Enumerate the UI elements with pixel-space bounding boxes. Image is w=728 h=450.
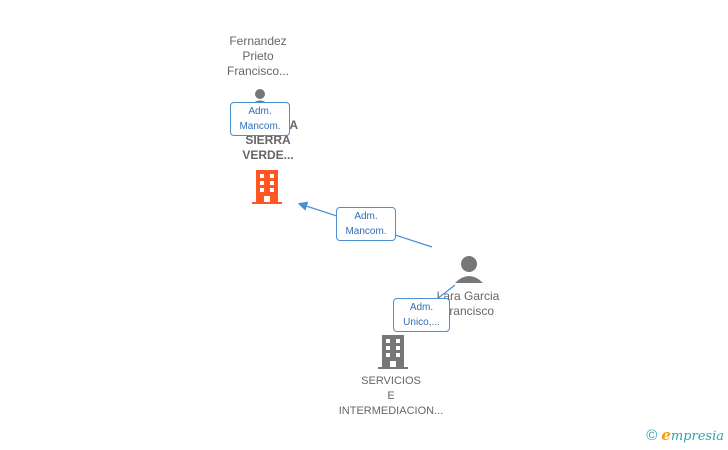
edge-label-lara-to-bottom[interactable]: Adm. Unico,... <box>393 298 450 332</box>
building-icon-company-top[interactable] <box>252 170 282 204</box>
edge-label-lara-to-top[interactable]: Adm. Mancom. <box>336 207 396 241</box>
edge-label-line: Adm. <box>248 106 272 117</box>
edge-label-line: Adm. <box>354 211 378 222</box>
company-bottom-line-1: SERVICIOS <box>361 375 421 387</box>
brand-initial: e <box>661 426 671 444</box>
person-fernandez-line-2: Prieto <box>242 49 274 63</box>
person-lara-line-2: Francisco <box>441 304 494 318</box>
person-label-lara[interactable]: Lara Garcia Francisco <box>418 289 518 319</box>
company-bottom-line-3: INTERMEDIACION... <box>338 405 444 417</box>
company-bottom-line-2: E <box>387 390 395 402</box>
person-icon-lara[interactable] <box>454 255 484 283</box>
company-label-bottom[interactable]: SERVICIOS E INTERMEDIACION... <box>326 374 456 419</box>
person-label-fernandez[interactable]: Fernandez Prieto Francisco... <box>208 34 308 79</box>
empresia-logo: ©empresia <box>646 426 724 444</box>
edge-label-line: Unico,... <box>403 317 440 328</box>
company-top-line-2: SIERRA <box>245 133 291 147</box>
edge-label-line: Mancom. <box>345 226 387 237</box>
copyright-icon: © <box>646 427 658 444</box>
person-fernandez-line-3: Francisco... <box>226 64 289 78</box>
edge-label-line: Adm. <box>409 302 434 313</box>
building-icon-company-bottom[interactable] <box>378 335 408 369</box>
person-lara-line-1: Lara Garcia <box>436 289 500 303</box>
edge-label-fernandez-to-top[interactable]: Adm. Mancom. <box>230 102 290 136</box>
edge-label-line: Mancom. <box>239 121 281 132</box>
company-top-line-3: VERDE... <box>242 148 294 162</box>
person-fernandez-line-1: Fernandez <box>229 34 287 48</box>
brand-name: mpresia <box>670 429 724 444</box>
